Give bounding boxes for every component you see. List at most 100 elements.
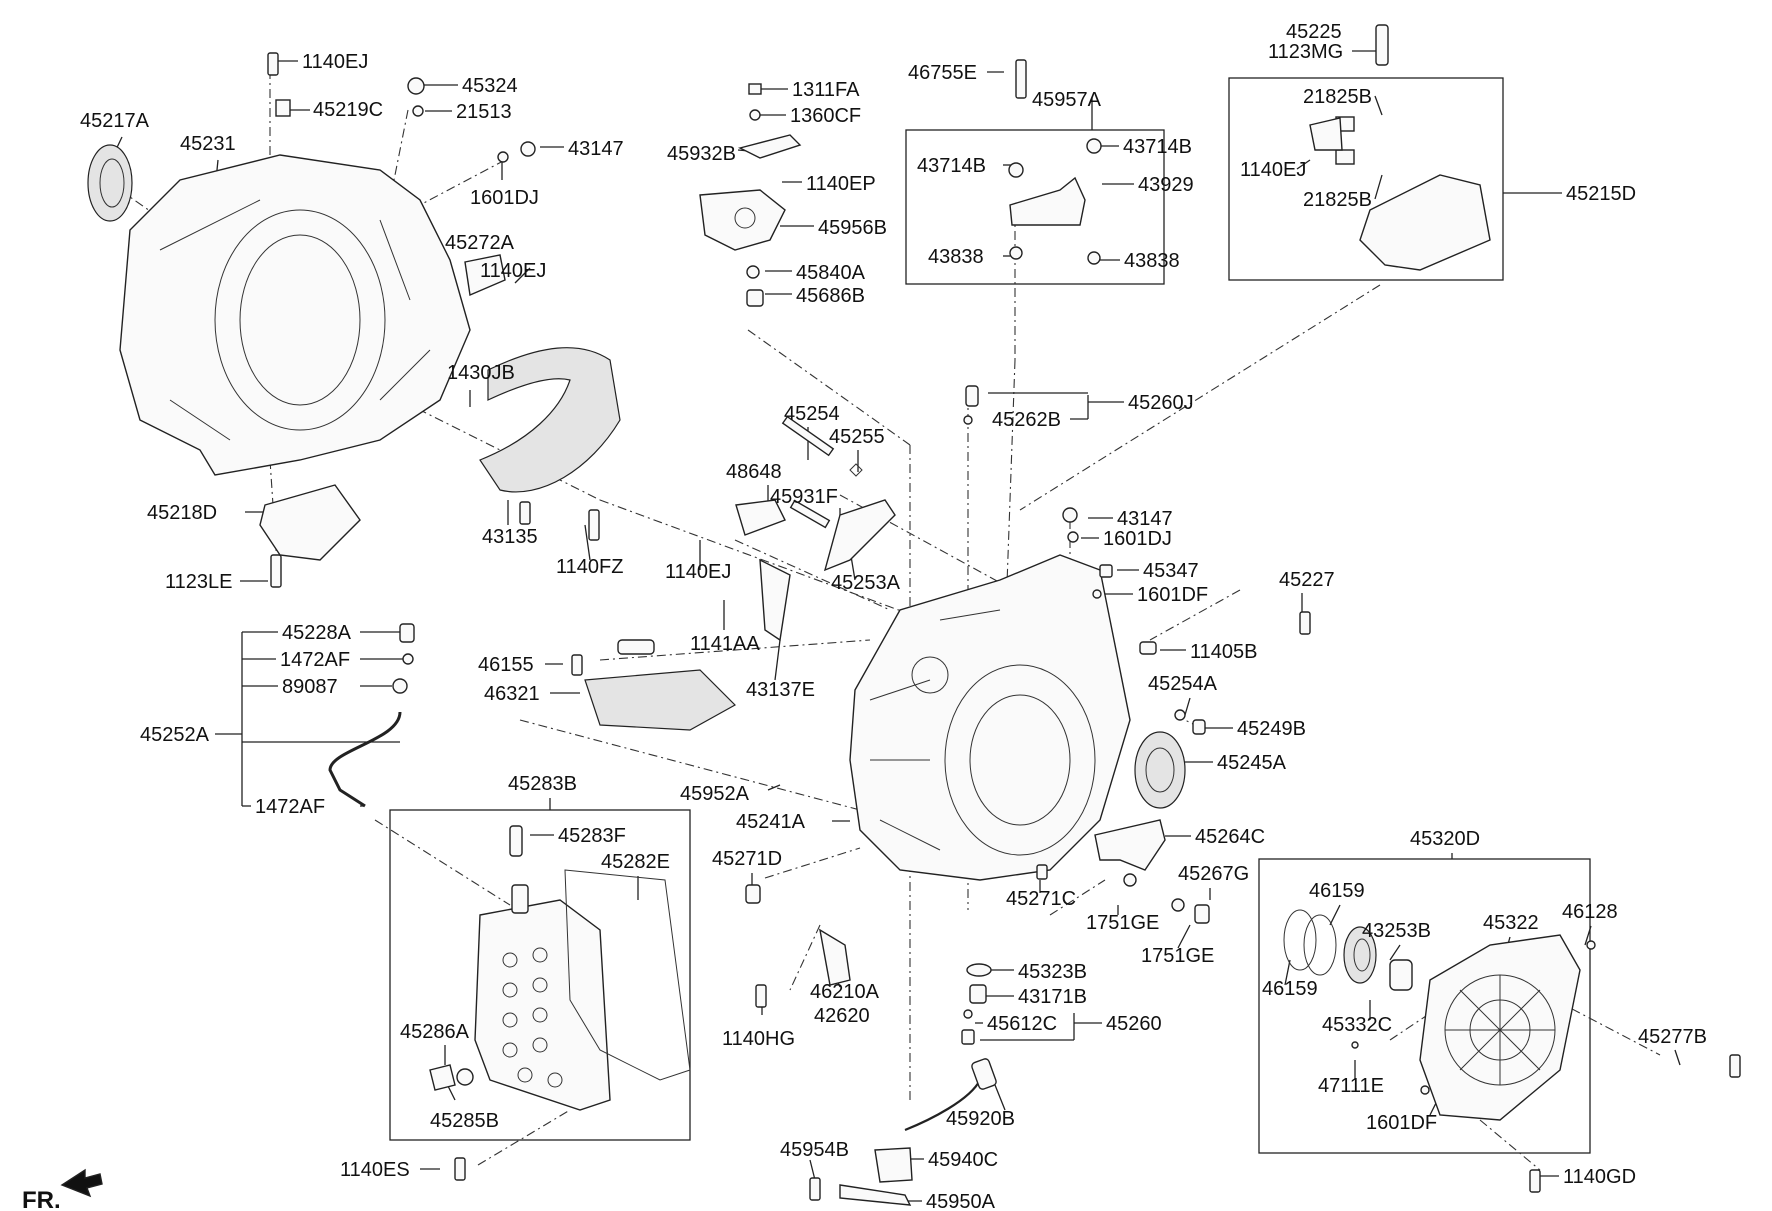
part-number-label: 43929 (1138, 174, 1194, 196)
part-number-label: 89087 (282, 676, 338, 698)
part-number-label: 45285B (430, 1110, 499, 1132)
part-number-label: 45217A (80, 110, 150, 132)
part-number-label: 45957A (1032, 89, 1102, 111)
part-number-label: 48648 (726, 461, 782, 483)
converter-housing (119, 154, 471, 476)
part-number-label: 45231 (180, 133, 236, 155)
part-number-label: 1430JB (447, 362, 515, 384)
part-number-label: 1140EJ (480, 260, 546, 282)
part-number-label: 45324 (462, 75, 518, 97)
part-number-label: 1140FZ (556, 556, 623, 578)
part-number-label: 43714B (1123, 136, 1192, 158)
part-number-label: 42620 (814, 1005, 870, 1027)
part-number-label: 1601DJ (470, 187, 539, 209)
part-number-label: 1472AF (280, 649, 350, 671)
part-number-label: 43171B (1018, 986, 1087, 1008)
part-number-label: 45225 (1286, 21, 1342, 43)
part-number-label: 45215D (1566, 183, 1636, 205)
part-number-label: 45253A (831, 572, 901, 594)
part-number-label: 1123LE (165, 571, 232, 593)
part-number-label: 45272A (445, 232, 515, 254)
valve-body-cover (474, 869, 691, 1111)
part-number-label: 11405B (1190, 641, 1257, 663)
transmission-case (849, 554, 1131, 881)
part-number-label: 43838 (1124, 250, 1180, 272)
part-number-label: 45332C (1322, 1014, 1392, 1036)
part-number-label: 46159 (1262, 978, 1318, 1000)
leader-lines (111, 50, 1681, 1202)
part-number-label: 1360CF (790, 105, 861, 127)
oil-guide-43135 (479, 347, 621, 493)
part-number-label: 1140EJ (665, 561, 731, 583)
group-boxes (389, 77, 1591, 1154)
part-number-label: 1751GE (1141, 945, 1214, 967)
part-number-label: 45254 (784, 403, 840, 425)
part-number-label: 45932B (667, 143, 736, 165)
part-shapes (87, 24, 1741, 1206)
part-number-label: 1140ES (340, 1159, 410, 1181)
sensor-45956b (699, 189, 786, 251)
part-number-label: 45255 (829, 426, 885, 448)
detent-bracket-43929 (1009, 176, 1086, 226)
part-number-label: 1140EP (806, 173, 876, 195)
part-number-label: 21825B (1303, 189, 1372, 211)
part-number-label: 45950A (926, 1191, 996, 1211)
bolt-45225 (1375, 24, 1389, 66)
oil-seal-left (87, 144, 133, 222)
part-number-label: 46210A (810, 981, 880, 1003)
part-number-label: 45262B (992, 409, 1061, 431)
strainer-46321 (584, 669, 736, 731)
part-number-label: 47111E (1318, 1075, 1384, 1097)
part-number-label: 45218D (147, 502, 217, 524)
part-number-label: 1311FA (792, 79, 860, 101)
part-number-label: 43253B (1362, 920, 1431, 942)
mount-45215d (1359, 174, 1491, 271)
part-number-label: 1751GE (1086, 912, 1159, 934)
part-number-label: 45252A (140, 724, 210, 746)
part-number-label: 43147 (568, 138, 624, 160)
part-number-label: 45956B (818, 217, 887, 239)
part-number-label: 21513 (456, 101, 512, 123)
part-number-label: 43838 (928, 246, 984, 268)
part-number-label: 45241A (736, 811, 806, 833)
side-cover (1419, 934, 1581, 1121)
part-number-label: 45322 (1483, 912, 1539, 934)
part-number-label: 1472AF (255, 796, 325, 818)
part-number-label: 45320D (1410, 828, 1480, 850)
part-number-label: 45954B (780, 1139, 849, 1161)
part-number-label: 45271D (712, 848, 782, 870)
part-number-label: 45612C (987, 1013, 1057, 1035)
part-number-label: 45277B (1638, 1026, 1707, 1048)
part-number-label: 45347 (1143, 560, 1199, 582)
part-number-label: 1140EJ (1240, 159, 1306, 181)
part-number-label: 45260J (1128, 392, 1194, 414)
part-number-label: 45267G (1178, 863, 1249, 885)
part-number-label: 46155 (478, 654, 534, 676)
part-number-label: 43714B (917, 155, 986, 177)
part-number-label: 45260 (1106, 1013, 1162, 1035)
part-number-label: 46128 (1562, 901, 1618, 923)
front-direction-label: FR. (22, 1187, 61, 1211)
part-number-label: 43147 (1117, 508, 1173, 530)
part-number-label: 45282E (601, 851, 670, 873)
part-number-label: 45323B (1018, 961, 1087, 983)
part-number-label: 45940C (928, 1149, 998, 1171)
part-number-label: 45264C (1195, 826, 1265, 848)
bracket-45218d (259, 484, 361, 561)
part-number-label: 46159 (1309, 880, 1365, 902)
part-number-label: 45271C (1006, 888, 1076, 910)
part-number-label: 45249B (1237, 718, 1306, 740)
part-number-label: 45227 (1279, 569, 1335, 591)
part-number-label: 45840A (796, 262, 866, 284)
part-number-label: 1123MG (1268, 41, 1343, 63)
part-number-label: 45245A (1217, 752, 1287, 774)
part-number-label: 43137E (746, 679, 815, 701)
front-direction-arrow (60, 1168, 103, 1198)
part-number-label: 45228A (282, 622, 352, 644)
part-number-label: 1140EJ (302, 51, 368, 73)
part-number-label: 45286A (400, 1021, 470, 1043)
part-number-label: 1140GD (1563, 1166, 1636, 1188)
part-number-label: 43135 (482, 526, 538, 548)
